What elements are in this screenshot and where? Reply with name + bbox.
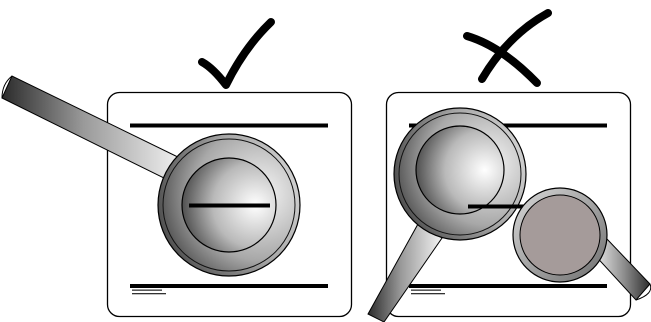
- good-example-panel: [2, 22, 352, 317]
- fine-print-glyphs: [132, 290, 162, 291]
- fine-print-glyphs: [411, 290, 441, 291]
- checkmark-icon: [202, 22, 271, 85]
- bad-small-magnifier-lens: [520, 195, 600, 275]
- fine-print-glyphs: [132, 293, 166, 294]
- bad-large-magnifier-lens: [416, 126, 504, 214]
- bad-example-panel: [368, 13, 651, 322]
- cross-icon: [467, 13, 548, 83]
- fine-print-glyphs: [411, 293, 445, 294]
